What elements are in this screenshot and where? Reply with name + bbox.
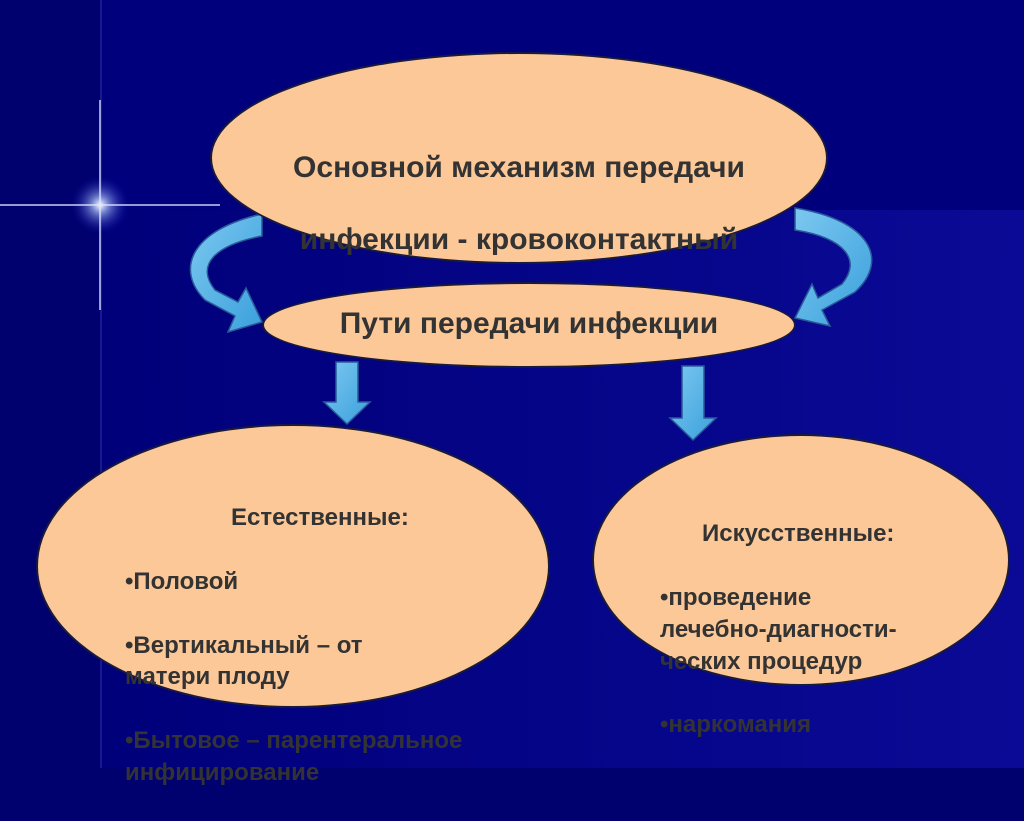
natural-routes-oval (36, 424, 550, 708)
natural-routes-text: Естественные: •Половой •Вертикальный – о… (125, 470, 555, 821)
main-mechanism-oval (210, 52, 828, 264)
artificial-item-procedures: •проведение лечебно-диагности- ческих пр… (660, 583, 897, 675)
natural-item-household: •Бытовое – парентеральное инфицирование (125, 727, 463, 787)
artificial-routes-text: Искусственные: •проведение лечебно-диагн… (660, 486, 990, 773)
routes-label: Пути передачи инфекции (339, 307, 719, 340)
main-title-line2: инфекции - кровоконтактный (299, 223, 739, 256)
down-arrow-right (668, 365, 718, 442)
natural-heading: Естественные: (231, 503, 409, 531)
curved-arrow-right (793, 207, 873, 328)
arrows-layer (189, 207, 873, 442)
natural-item-sexual: •Половой (125, 567, 239, 595)
artificial-item-drug-use: •наркомания (660, 711, 811, 739)
sparkle-decoration (0, 100, 220, 310)
artificial-heading: Искусственные: (702, 519, 895, 547)
down-arrow-left (322, 361, 372, 426)
main-mechanism-text: Основной механизм передачи инфекции - кр… (236, 114, 802, 294)
artificial-routes-oval (592, 434, 1010, 686)
routes-oval (262, 282, 796, 368)
curved-arrow-left (189, 213, 264, 334)
main-title-line1: Основной механизм передачи (293, 151, 745, 184)
natural-item-vertical: •Вертикальный – от матери плоду (125, 631, 363, 691)
